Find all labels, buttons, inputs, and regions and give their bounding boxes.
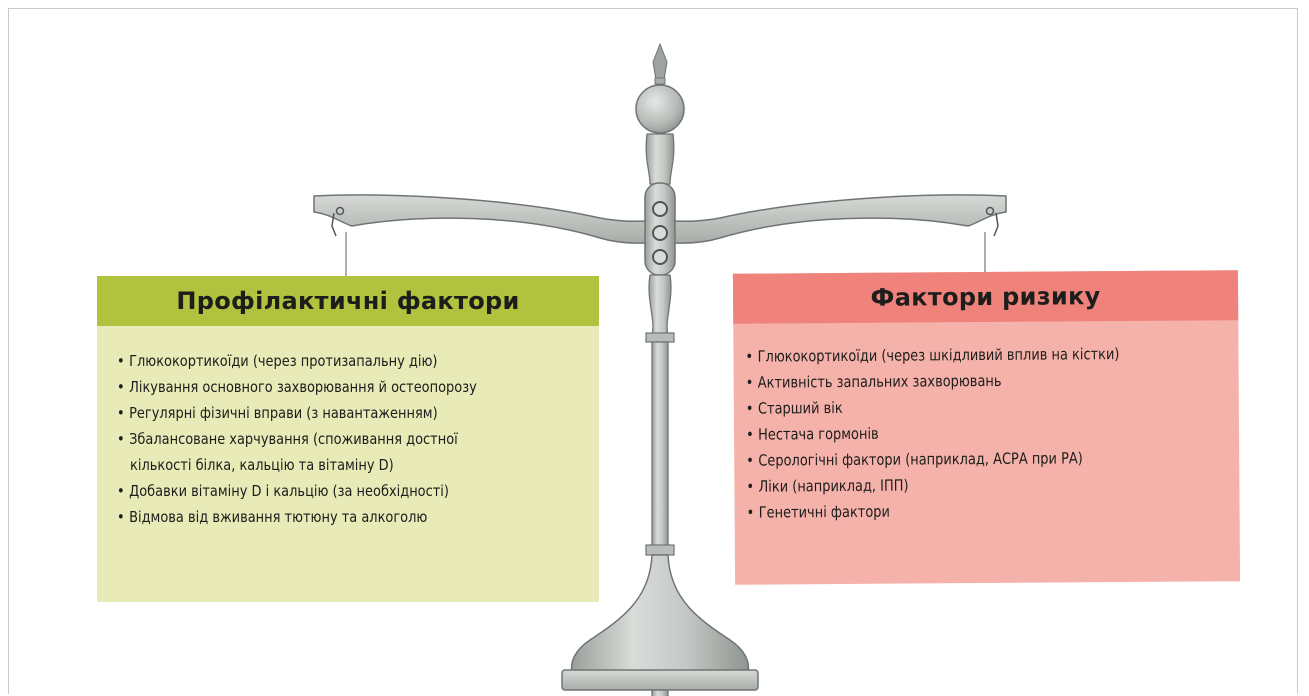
bullet-marker: •: [746, 448, 754, 474]
upper-column: [645, 134, 675, 342]
risk-factors-header: Фактори ризику: [733, 270, 1238, 324]
list-item: •Регулярні фізичні вправи (з навантаженн…: [117, 400, 565, 426]
list-item-text: Глюкокортикоїди (через протизапальну дію…: [129, 348, 565, 374]
list-item-text: Серологічні фактори (наприклад, АСРА при…: [758, 444, 1205, 473]
list-item: •Добавки вітаміну D і кальцію (за необхі…: [117, 478, 565, 504]
bullet-marker: •: [117, 426, 125, 452]
protective-factors-header: Профілактичні фактори: [97, 276, 599, 326]
list-item: •Ліки (наприклад, ІПП): [746, 470, 1205, 499]
bullet-marker: •: [746, 474, 754, 500]
protective-factors-title: Профілактичні фактори: [176, 287, 519, 315]
list-item-text: Збалансоване харчування (споживання дост…: [129, 426, 565, 452]
bullet-marker: •: [745, 344, 753, 370]
bullet-marker: •: [117, 400, 125, 426]
list-item: •Відмова від вживання тютюну та алкоголю: [117, 504, 565, 530]
bullet-marker: •: [746, 370, 754, 396]
list-item-text: Старший вік: [758, 392, 1205, 421]
list-item-text: Нестача гормонів: [758, 418, 1205, 447]
list-item: •Генетичні фактори: [746, 496, 1205, 525]
list-item: •Лікування основного захворювання й осте…: [117, 374, 565, 400]
bullet-marker: •: [746, 500, 754, 526]
bullet-marker: •: [746, 396, 754, 422]
list-item: •Старший вік: [746, 392, 1205, 421]
risk-factors-list: •Глюкокортикоїди (через шкідливий вплив …: [733, 320, 1239, 526]
list-item: •Активність запальних захворювань: [746, 366, 1205, 395]
finial-spike: [653, 44, 667, 84]
list-item-text: Лікування основного захворювання й остео…: [129, 374, 565, 400]
list-item-text: Добавки вітаміну D і кальцію (за необхід…: [129, 478, 565, 504]
risk-factors-panel: Фактори ризику •Глюкокортикоїди (через ш…: [733, 270, 1240, 585]
list-item: •Нестача гормонів: [746, 418, 1205, 447]
bullet-marker: •: [117, 374, 125, 400]
list-item: •Глюкокортикоїди (через шкідливий вплив …: [745, 340, 1204, 369]
protective-factors-list: •Глюкокортикоїди (через протизапальну ді…: [97, 326, 599, 530]
bullet-marker: •: [117, 504, 125, 530]
list-item: •Серологічні фактори (наприклад, АСРА пр…: [746, 444, 1205, 473]
bullet-marker: •: [117, 478, 125, 504]
bullet-marker: •: [746, 422, 754, 448]
list-item: •Збалансоване харчування (споживання дос…: [117, 426, 565, 478]
list-item-text: кількості білка, кальцію та вітаміну D): [130, 452, 565, 478]
risk-factors-title: Фактори ризику: [871, 282, 1101, 312]
list-item-text: Глюкокортикоїди (через шкідливий вплив н…: [757, 340, 1204, 369]
bullet-marker: •: [117, 348, 125, 374]
list-item-text: Активність запальних захворювань: [758, 366, 1205, 395]
top-ball: [636, 85, 684, 133]
list-item-text: Відмова від вживання тютюну та алкоголю: [129, 504, 565, 530]
protective-factors-panel: Профілактичні фактори •Глюкокортикоїди (…: [97, 276, 599, 602]
list-item-text: Регулярні фізичні вправи (з навантаження…: [129, 400, 565, 426]
list-item-text: Ліки (наприклад, ІПП): [758, 470, 1205, 499]
list-item: •Глюкокортикоїди (через протизапальну ді…: [117, 348, 565, 374]
list-item-text: Генетичні фактори: [759, 496, 1206, 525]
